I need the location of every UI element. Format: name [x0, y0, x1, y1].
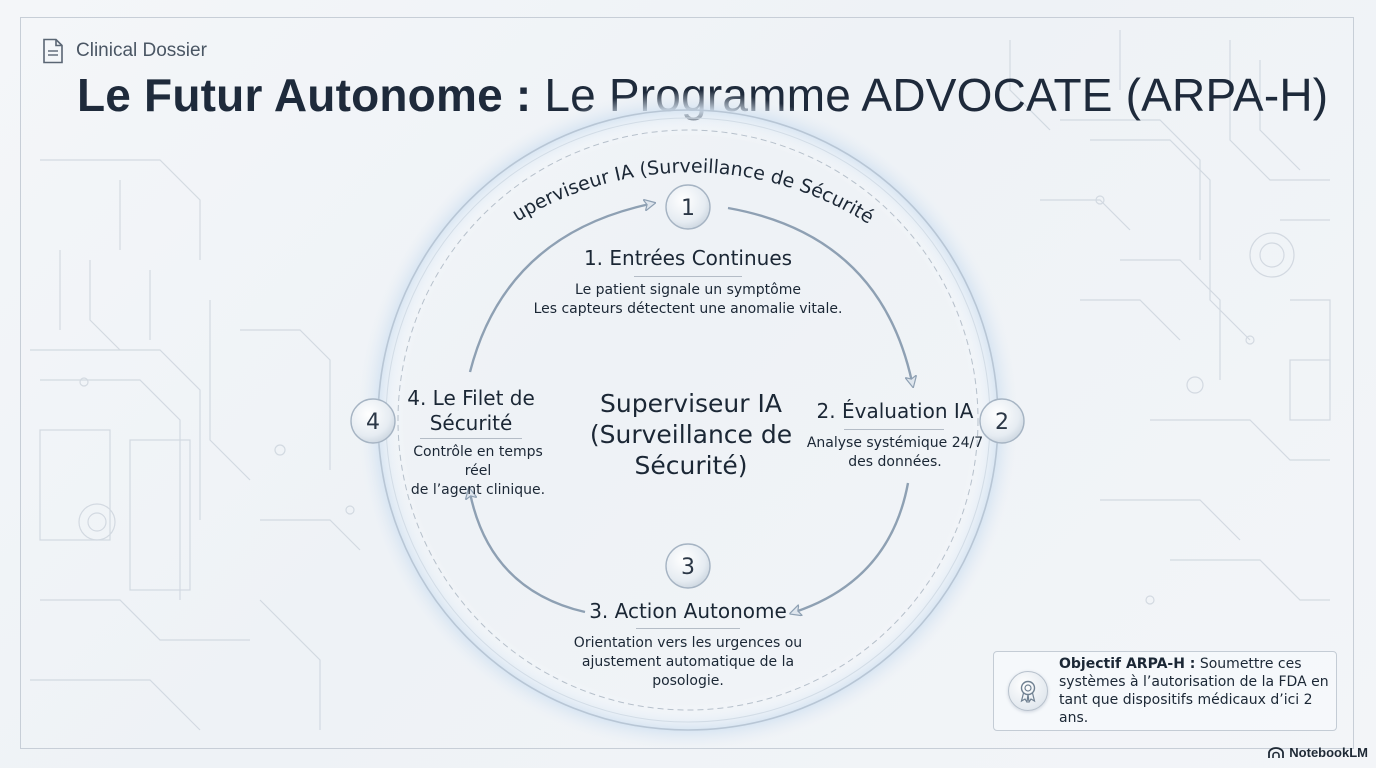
step-4-title-line: 4. Le Filet de — [407, 386, 535, 410]
step-2-desc-line: Analyse systémique 24/7 — [806, 435, 984, 451]
center-line: (Surveillance de — [589, 420, 793, 449]
step-3-desc-line: Orientation vers les urgences ou — [573, 635, 803, 651]
center-label: Superviseur IA (Surveillance de Sécurité… — [588, 388, 794, 481]
svg-text:2: 2 — [995, 410, 1009, 435]
doc-label: Clinical Dossier — [76, 40, 207, 61]
step-3-title: 3. Action Autonome — [589, 599, 787, 623]
step-4-title: 4. Le Filet de Sécurité — [396, 386, 546, 436]
step-2-title: 2. Évaluation IA — [816, 399, 974, 423]
step-node-1: 1 — [665, 184, 711, 230]
step-2-desc-line: des données. — [848, 454, 942, 470]
brand-name: NotebookLM — [1289, 745, 1368, 760]
dashed-ring — [397, 129, 979, 711]
step-4-desc-line: de l’agent clinique. — [410, 482, 546, 498]
arrow-2-to-3 — [795, 482, 910, 612]
header-doc: Clinical Dossier — [42, 38, 207, 64]
award-ribbon-icon — [1008, 671, 1048, 711]
svg-text:3: 3 — [681, 555, 695, 580]
step-2-desc: Analyse systémique 24/7 des données. — [800, 434, 990, 472]
step-node-3: 3 — [665, 543, 711, 589]
arrow-3-to-4 — [470, 493, 586, 614]
document-icon — [43, 38, 63, 64]
step-1-desc-line: Les capteurs détectent une anomalie vita… — [533, 301, 843, 317]
svg-text:1: 1 — [681, 196, 695, 221]
step-3-desc-line: posologie. — [652, 673, 724, 689]
center-line: Sécurité) — [634, 451, 748, 480]
step-2-underline — [844, 429, 944, 430]
objective-body: Soumettre ces systèmes à l’autorisation … — [1059, 656, 1329, 726]
svg-text:4: 4 — [366, 410, 380, 435]
objective-text: Objectif ARPA-H : Soumettre ces systèmes… — [1059, 655, 1331, 727]
arrow-1-to-2 — [727, 206, 912, 382]
step-node-4: 4 — [350, 398, 396, 444]
objective-callout: Objectif ARPA-H : Soumettre ces systèmes… — [993, 651, 1337, 731]
step-4-title-line: Sécurité — [429, 411, 513, 435]
notebooklm-logo-icon — [1268, 746, 1285, 758]
objective-label: Objectif ARPA-H : — [1059, 656, 1196, 672]
arrow-4-to-1 — [468, 204, 650, 373]
step-1-desc: Le patient signale un symptôme Les capte… — [508, 281, 868, 319]
step-3-underline — [636, 628, 740, 629]
title-bold: Le Futur Autonome : — [77, 69, 532, 121]
step-3-desc: Orientation vers les urgences ou ajustem… — [560, 634, 816, 691]
step-1-desc-line: Le patient signale un symptôme — [575, 282, 801, 298]
brand-watermark: NotebookLM — [1268, 745, 1368, 760]
step-4-desc: Contrôle en temps réel de l’agent cliniq… — [398, 443, 558, 500]
step-1-title: 1. Entrées Continues — [583, 246, 793, 270]
step-4-desc-line: Contrôle en temps réel — [413, 444, 543, 479]
step-1-underline — [634, 276, 742, 277]
step-3-desc-line: ajustement automatique de la — [581, 654, 795, 670]
center-line: Superviseur IA — [600, 389, 782, 418]
step-node-2: 2 — [979, 398, 1025, 444]
step-4-underline — [420, 438, 522, 439]
